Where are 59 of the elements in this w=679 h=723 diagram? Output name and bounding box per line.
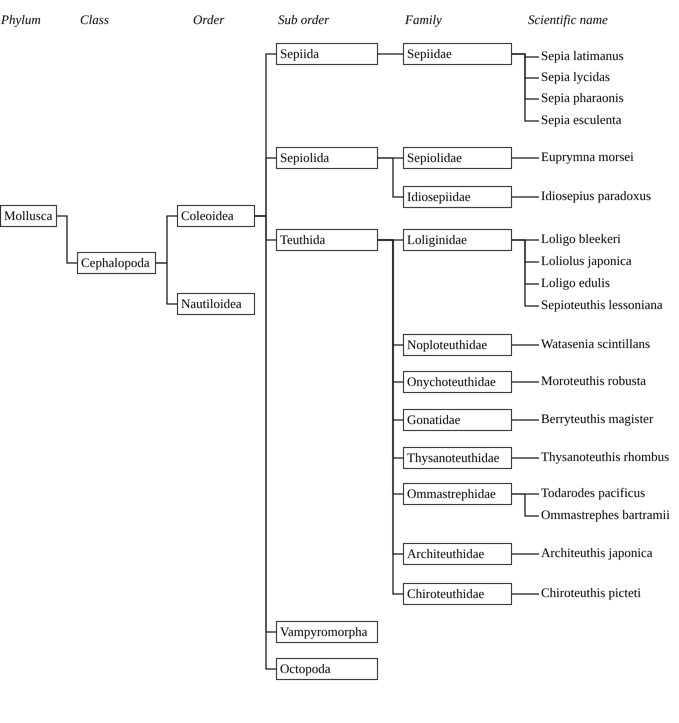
column-header: Class [80, 12, 109, 28]
tree-connector [57, 215, 77, 264]
species-name: Loliolus japonica [540, 251, 633, 273]
species-name: Watasenia scintillans [540, 334, 652, 356]
taxon-box: Loliginidae [403, 229, 512, 251]
tree-connector [512, 344, 539, 346]
species-name: Loligo edulis [540, 273, 611, 295]
tree-connector [512, 553, 539, 555]
species-name: Sepioteuthis lessoniana [540, 295, 664, 317]
taxon-box: Sepiolida [276, 147, 378, 169]
tree-connector [512, 593, 539, 595]
species-name: Sepia pharaonis [540, 88, 625, 110]
column-header: Phylum [1, 12, 41, 28]
taxon-box: Octopoda [276, 658, 378, 680]
species-name: Sepia esculenta [540, 110, 622, 132]
tree-connector [378, 53, 403, 55]
taxon-box: Vampyromorpha [276, 621, 378, 643]
column-header: Sub order [278, 12, 330, 28]
column-header: Order [193, 12, 224, 28]
taxon-box: Onychoteuthidae [403, 371, 512, 393]
taxon-box: Sepiidae [403, 43, 512, 65]
species-name: Thysanoteuthis rhombus [540, 447, 670, 469]
tree-connector [512, 157, 539, 159]
taxon-box: Teuthida [276, 229, 378, 251]
tree-connector [512, 493, 539, 517]
taxon-box: Architeuthidae [403, 543, 512, 565]
taxon-box: Noploteuthidae [403, 334, 512, 356]
tree-connector [512, 381, 539, 383]
tree-connector [378, 157, 403, 198]
species-name: Idiosepius paradoxus [540, 186, 652, 208]
taxon-box: Cephalopoda [77, 252, 156, 274]
species-name: Sepia lycidas [540, 67, 611, 89]
taxon-box: Gonatidae [403, 409, 512, 431]
species-name: Berryteuthis magister [540, 409, 654, 431]
taxon-box: Sepiida [276, 43, 378, 65]
species-name: Todarodes pacificus [540, 483, 646, 505]
column-header: Family [405, 12, 442, 28]
taxon-box: Coleoidea [177, 205, 255, 227]
taxon-box: Chiroteuthidae [403, 583, 512, 605]
tree-connector [512, 419, 539, 421]
species-name: Chiroteuthis picteti [540, 583, 642, 605]
species-name: Moroteuthis robusta [540, 371, 648, 393]
species-name: Architeuthis japonica [540, 543, 654, 565]
taxon-box: Nautiloidea [177, 293, 255, 315]
species-name: Ommastrephes bartramii [540, 505, 671, 527]
column-header: Scientific name [528, 12, 608, 28]
tree-connector [512, 457, 539, 459]
taxon-box: Sepiolidae [403, 147, 512, 169]
species-name: Euprymna morsei [540, 147, 635, 169]
taxon-box: Thysanoteuthidae [403, 447, 512, 469]
taxon-box: Ommastrephidae [403, 483, 512, 505]
taxon-box: Mollusca [0, 205, 57, 227]
taxon-box: Idiosepiidae [403, 186, 512, 208]
species-name: Loligo bleekeri [540, 229, 622, 251]
tree-connector [156, 262, 177, 305]
tree-connector [512, 196, 539, 198]
tree-connector [512, 53, 539, 122]
species-name: Sepia latimanus [540, 46, 625, 68]
tree-connector [512, 239, 539, 307]
